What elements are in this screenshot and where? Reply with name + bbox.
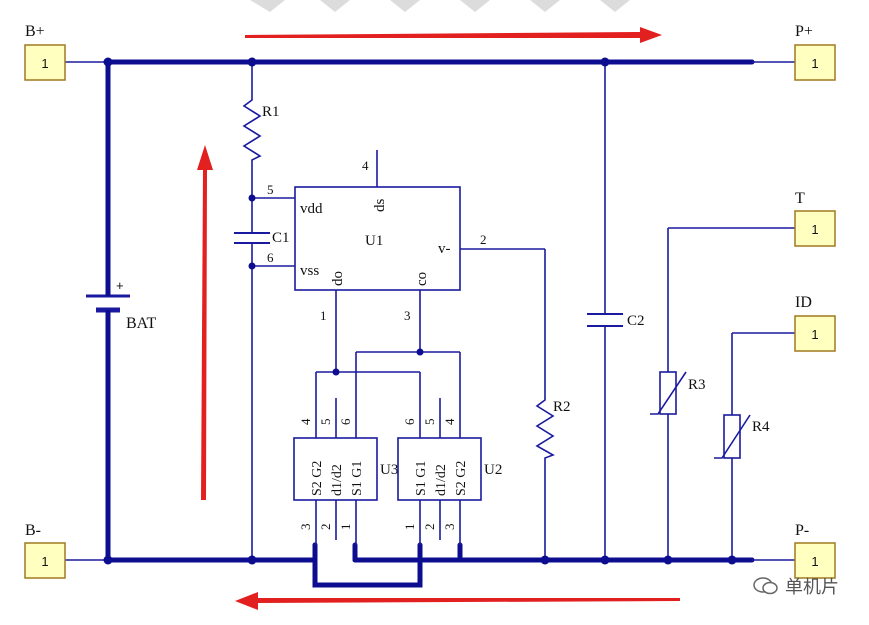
current-arrows — [197, 27, 680, 610]
svg-text:4: 4 — [442, 418, 457, 425]
thermistor-r3: R3 — [650, 371, 706, 415]
svg-text:C2: C2 — [627, 313, 645, 329]
capacitor-c2: C2 — [587, 313, 645, 329]
svg-text:R1: R1 — [262, 104, 280, 120]
wechat-icon — [753, 577, 778, 595]
svg-text:d1/d2: d1/d2 — [434, 464, 449, 496]
svg-text:4: 4 — [298, 418, 313, 425]
battery-symbol: + BAT — [86, 278, 156, 332]
svg-text:co: co — [414, 272, 430, 286]
svg-text:6: 6 — [338, 418, 353, 425]
svg-text:1: 1 — [811, 327, 818, 342]
svg-text:1: 1 — [320, 308, 327, 323]
top-arrow — [245, 27, 662, 43]
svg-text:3: 3 — [404, 308, 411, 323]
svg-text:S1 G1: S1 G1 — [350, 461, 365, 496]
svg-text:ID: ID — [795, 294, 812, 311]
svg-text:BAT: BAT — [126, 315, 156, 332]
svg-text:B+: B+ — [25, 23, 45, 40]
ic-u1: U1 vdd vss v- ds do co 5 6 4 2 1 3 — [267, 158, 487, 323]
connector-id: 1 ID — [794, 294, 836, 352]
watermark-text: 单机片 — [785, 577, 839, 598]
svg-text:1: 1 — [41, 56, 48, 71]
svg-text:S2 G2: S2 G2 — [454, 461, 469, 496]
capacitor-c1: C1 — [234, 230, 290, 246]
junctions — [103, 57, 737, 565]
svg-text:S1 G1: S1 G1 — [414, 461, 429, 496]
svg-text:P-: P- — [795, 522, 809, 539]
svg-text:B-: B- — [25, 522, 41, 539]
svg-text:P+: P+ — [795, 23, 813, 40]
svg-text:S2 G2: S2 G2 — [310, 461, 325, 496]
resistor-r2: R2 — [535, 395, 571, 460]
svg-text:U3: U3 — [380, 462, 398, 478]
svg-text:vss: vss — [300, 263, 319, 279]
svg-text:4: 4 — [362, 158, 369, 173]
svg-text:R4: R4 — [752, 419, 770, 435]
svg-text:5: 5 — [318, 419, 333, 426]
connector-b-plus: 1 B+ — [24, 23, 66, 81]
svg-text:6: 6 — [402, 418, 417, 425]
svg-text:U1: U1 — [365, 233, 383, 249]
svg-text:+: + — [116, 278, 124, 293]
svg-text:3: 3 — [442, 524, 457, 531]
svg-text:1: 1 — [402, 524, 417, 531]
rails — [105, 59, 755, 588]
svg-text:3: 3 — [298, 524, 313, 531]
svg-text:C1: C1 — [272, 230, 290, 246]
u3-to-u2-bridge — [312, 542, 423, 588]
svg-text:5: 5 — [422, 419, 437, 426]
svg-text:ds: ds — [372, 199, 388, 213]
svg-text:vdd: vdd — [300, 201, 323, 217]
connector-p-minus: 1 P- — [794, 522, 836, 579]
svg-text:2: 2 — [422, 524, 437, 531]
svg-text:6: 6 — [267, 250, 274, 265]
mosfet-u3: S2 G2 d1/d2 S1 G1 U3 4 5 6 3 2 1 — [293, 418, 398, 531]
watermark: 单机片 — [753, 573, 839, 599]
svg-text:R2: R2 — [553, 399, 571, 415]
svg-text:2: 2 — [480, 232, 487, 247]
svg-text:U2: U2 — [484, 462, 502, 478]
svg-text:T: T — [795, 190, 805, 207]
svg-text:1: 1 — [811, 56, 818, 71]
svg-text:5: 5 — [267, 182, 274, 197]
svg-text:R3: R3 — [688, 377, 706, 393]
svg-text:1: 1 — [338, 524, 353, 531]
wires — [65, 61, 795, 561]
svg-text:2: 2 — [318, 524, 333, 531]
bottom-arrow — [235, 592, 680, 610]
left-arrow — [197, 145, 213, 500]
svg-text:1: 1 — [811, 222, 818, 237]
svg-text:1: 1 — [41, 554, 48, 569]
thermistor-r4: R4 — [714, 414, 770, 459]
svg-text:d1/d2: d1/d2 — [330, 464, 345, 496]
connector-b-minus: 1 B- — [24, 522, 66, 579]
connector-t: 1 T — [794, 190, 836, 247]
svg-text:v-: v- — [438, 241, 451, 257]
resistor-r1: R1 — [242, 95, 280, 165]
mosfet-u2: S1 G1 d1/d2 S2 G2 U2 6 5 4 1 2 3 — [397, 418, 502, 531]
svg-text:1: 1 — [811, 554, 818, 569]
background-marks — [250, 0, 630, 12]
connector-p-plus: 1 P+ — [794, 23, 836, 81]
svg-text:do: do — [330, 271, 346, 286]
